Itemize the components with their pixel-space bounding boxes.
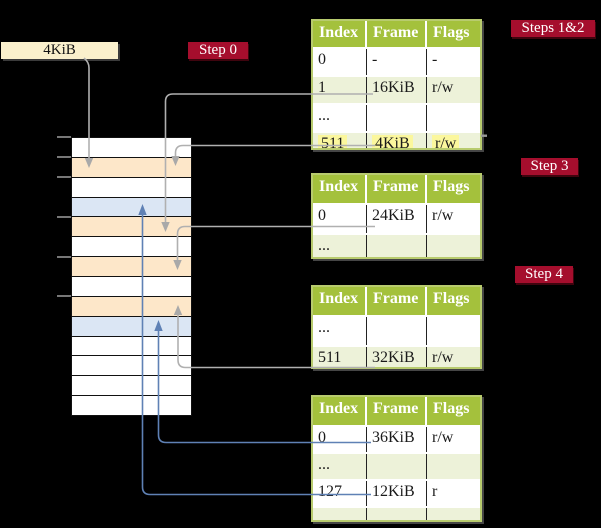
table-row: ... bbox=[313, 508, 480, 520]
table-cell bbox=[427, 317, 480, 345]
memory-frame-row bbox=[72, 396, 191, 416]
column-header: Index bbox=[313, 21, 367, 47]
highlighted-value: 4KiB bbox=[372, 135, 413, 148]
table-cell: r bbox=[432, 483, 438, 500]
address-tick bbox=[57, 255, 71, 258]
badge-step-0: Step 0 bbox=[188, 42, 248, 59]
column-header: Flags bbox=[433, 290, 470, 307]
memory-frame-row bbox=[72, 376, 191, 397]
table-cell: - bbox=[432, 51, 438, 68]
column-header: Index bbox=[313, 175, 367, 203]
table-cell: r/w bbox=[432, 429, 454, 446]
table-row: 511 4KiB r/w bbox=[313, 133, 480, 148]
memory-frame-row bbox=[72, 336, 191, 357]
memory-frame-row bbox=[72, 177, 191, 198]
memory-frame-row bbox=[72, 138, 191, 158]
table-cell: 0 bbox=[313, 49, 367, 75]
column-header: Index bbox=[313, 287, 367, 315]
highlighted-value: 511 bbox=[318, 135, 348, 148]
memory-frame-row bbox=[72, 316, 191, 337]
table-cell: 511 bbox=[313, 347, 367, 367]
table-cell bbox=[367, 508, 427, 520]
memory-frame-row bbox=[72, 237, 191, 258]
table-cell: ... bbox=[313, 454, 367, 479]
table-row: ... bbox=[313, 454, 480, 481]
table-cell: 127 bbox=[313, 481, 367, 506]
table-cell: 24KiB bbox=[367, 205, 427, 233]
column-header: Index bbox=[313, 397, 367, 425]
memory-frame-row bbox=[72, 217, 191, 238]
address-tick bbox=[57, 175, 71, 178]
table-cell: 32KiB bbox=[367, 347, 427, 367]
table-cell: ... bbox=[313, 235, 367, 257]
column-header: Frame bbox=[367, 175, 427, 203]
table-cell: 36KiB bbox=[367, 427, 427, 452]
table-cell: - bbox=[367, 49, 427, 75]
table-cell: 0 bbox=[313, 205, 367, 233]
table-cell: 0 bbox=[313, 427, 367, 452]
table-cell: r/w bbox=[427, 133, 480, 148]
column-header: Frame bbox=[367, 21, 427, 47]
table-cell: 12KiB bbox=[367, 481, 427, 506]
address-tick bbox=[57, 135, 71, 138]
memory-frame-row bbox=[72, 157, 191, 178]
column-header: Flags bbox=[433, 400, 470, 417]
column-header: Flags bbox=[433, 24, 470, 41]
table-cell bbox=[427, 454, 480, 479]
frame-pointer-box: 4KiB bbox=[1, 42, 118, 59]
table-cell: ... bbox=[313, 508, 367, 520]
table-row: 0-- bbox=[313, 49, 480, 77]
table-cell bbox=[427, 105, 480, 131]
physical-memory-column bbox=[71, 137, 192, 416]
memory-frame-row bbox=[72, 277, 191, 297]
address-tick bbox=[57, 155, 71, 158]
table-cell: 4KiB bbox=[367, 133, 427, 148]
table-cell bbox=[367, 235, 427, 257]
table-cell bbox=[427, 508, 480, 520]
table-row: ... bbox=[313, 105, 480, 133]
badge-steps-1-2: Steps 1&2 bbox=[511, 20, 595, 37]
column-header: Frame bbox=[367, 287, 427, 315]
table-cell bbox=[367, 454, 427, 479]
table-cell: r/w bbox=[432, 79, 454, 96]
table-cell bbox=[367, 317, 427, 345]
table-cell: ... bbox=[313, 105, 367, 131]
memory-frame-row bbox=[72, 257, 191, 278]
table-cell bbox=[427, 235, 480, 257]
address-tick bbox=[57, 294, 71, 297]
memory-frame-row bbox=[72, 197, 191, 218]
address-tick bbox=[57, 215, 71, 218]
memory-frame-row bbox=[72, 296, 191, 317]
table-cell: ... bbox=[313, 317, 367, 345]
table-cell bbox=[367, 105, 427, 131]
memory-frame-row bbox=[72, 356, 191, 377]
badge-step-3: Step 3 bbox=[521, 158, 578, 175]
column-header: Frame bbox=[367, 397, 427, 425]
column-header: Flags bbox=[433, 178, 470, 195]
table-cell: 1 bbox=[313, 77, 367, 103]
table-cell: r/w bbox=[432, 349, 454, 366]
highlighted-value: r/w bbox=[432, 135, 460, 148]
table-cell: r/w bbox=[432, 207, 454, 224]
table-row: ... bbox=[313, 317, 480, 347]
badge-step-4: Step 4 bbox=[515, 266, 573, 283]
table-row: ... bbox=[313, 235, 480, 257]
table-cell: 511 bbox=[313, 133, 367, 148]
table-cell: 16KiB bbox=[367, 77, 427, 103]
